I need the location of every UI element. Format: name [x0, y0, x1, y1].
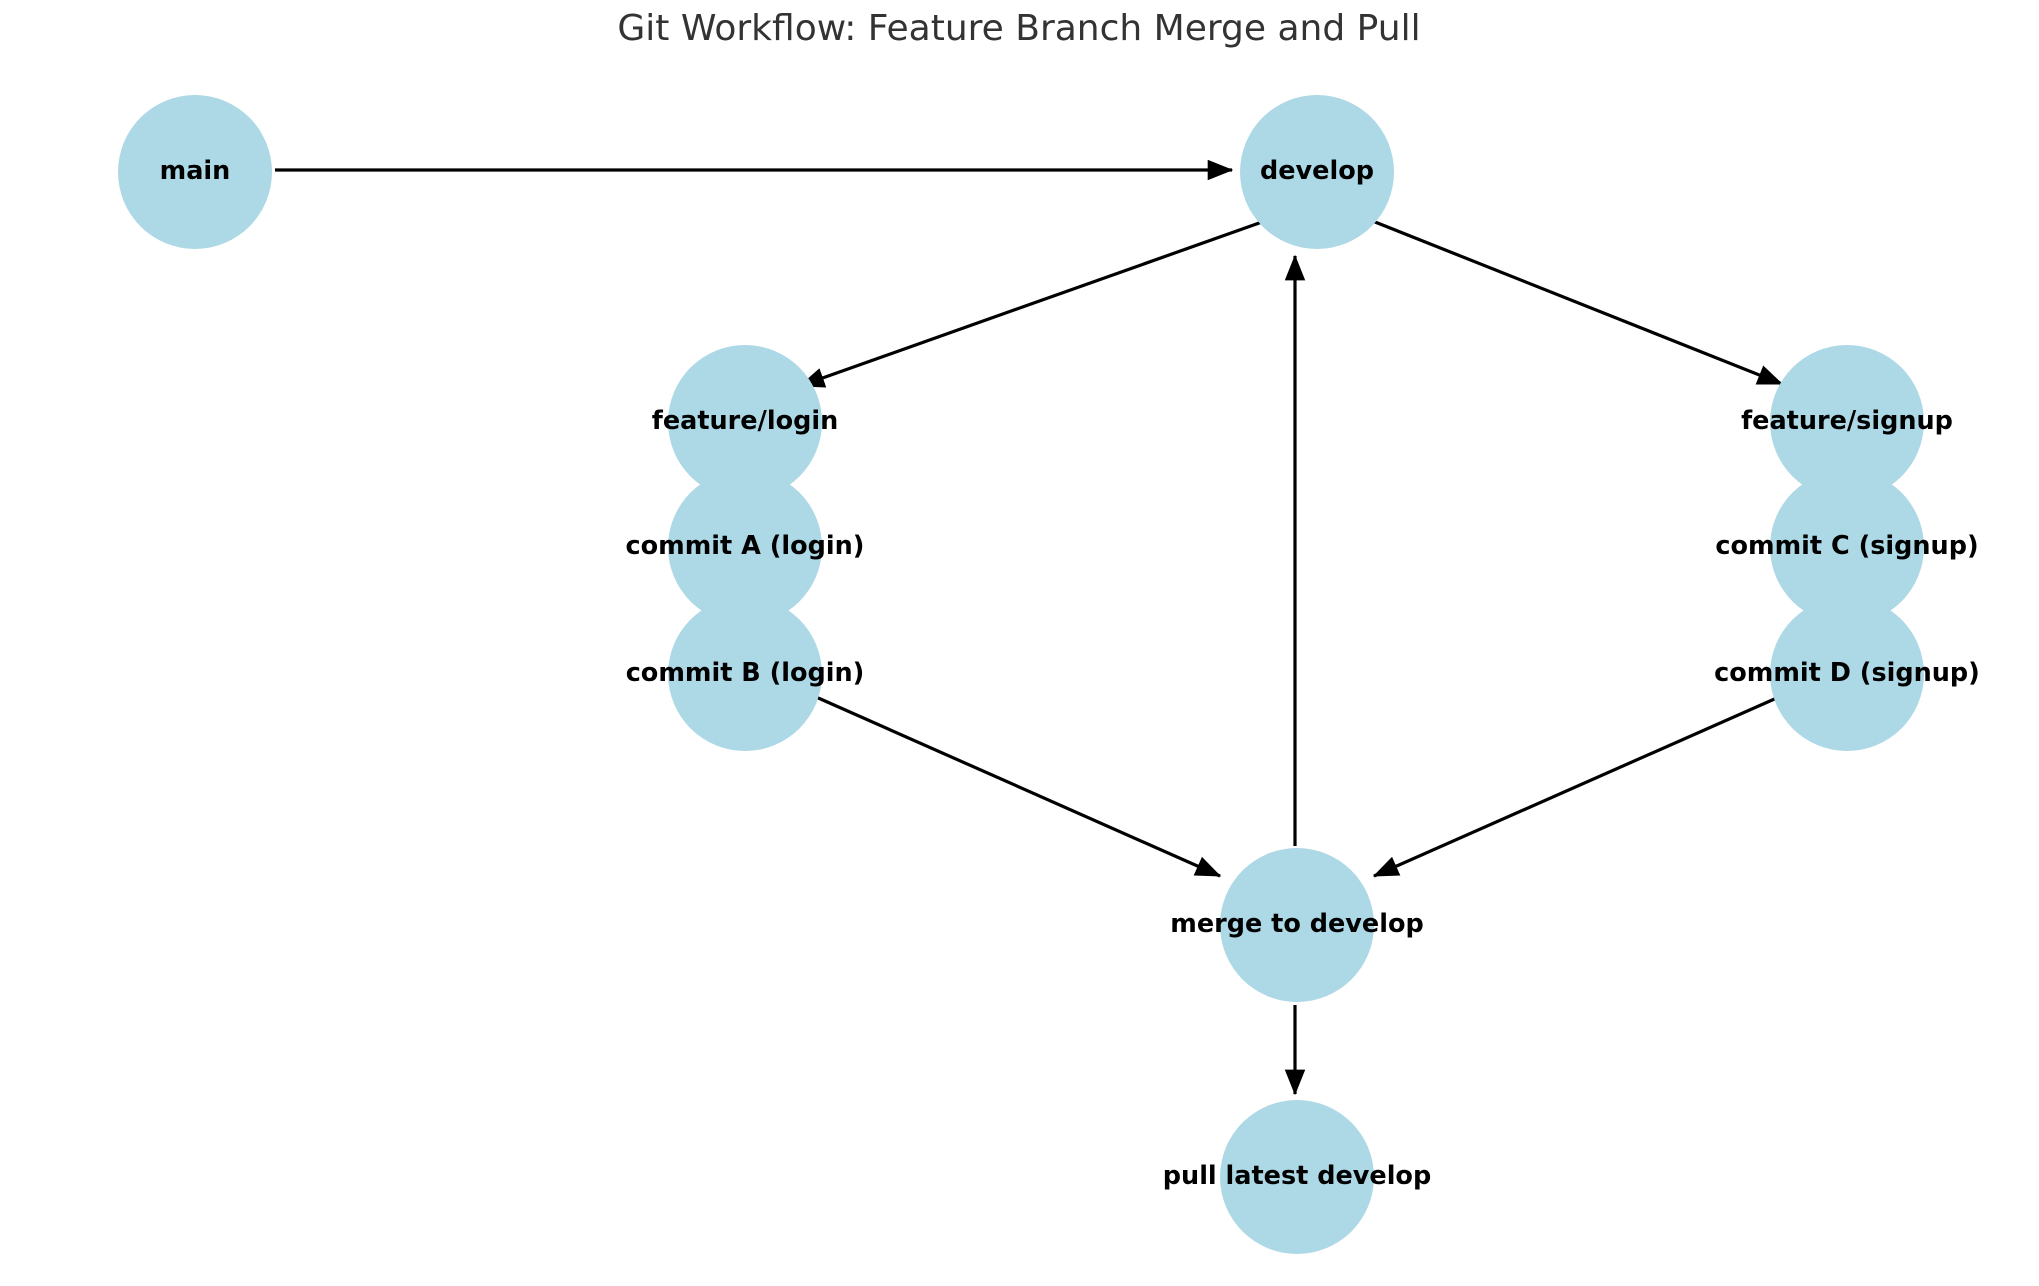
node-main[interactable] [118, 95, 272, 249]
node-label-pull-latest-develop: pull latest develop [1163, 1161, 1431, 1191]
node-label-merge-to-develop: merge to develop [1170, 909, 1423, 939]
node-label-commit-a-login: commit A (login) [626, 531, 865, 561]
node-label-develop: develop [1260, 156, 1374, 186]
node-develop[interactable] [1240, 95, 1394, 249]
node-feature-signup[interactable] [1770, 345, 1924, 499]
node-label-main: main [160, 156, 231, 186]
node-label-feature-login: feature/login [652, 406, 839, 436]
edge-commit-d-to-merge [1372, 695, 1780, 878]
node-label-group: main develop feature/login commit A (log… [160, 156, 1980, 1191]
node-group [118, 95, 1924, 1254]
node-commit-a-login[interactable] [668, 470, 822, 624]
node-label-commit-c-signup: commit C (signup) [1715, 531, 1978, 561]
edge-develop-to-feature-login [798, 220, 1263, 388]
node-commit-d-signup[interactable] [1770, 597, 1924, 751]
node-pull-latest-develop[interactable] [1220, 1100, 1374, 1254]
node-merge-to-develop[interactable] [1220, 848, 1374, 1002]
page-title: Git Workflow: Feature Branch Merge and P… [617, 8, 1420, 49]
edge-develop-to-feature-signup [1369, 218, 1784, 386]
node-label-feature-signup: feature/signup [1741, 406, 1953, 436]
edge-group [275, 159, 1784, 1096]
node-commit-b-login[interactable] [668, 597, 822, 751]
node-label-commit-b-login: commit B (login) [626, 658, 865, 688]
edge-commit-b-to-merge [815, 695, 1222, 878]
node-label-commit-d-signup: commit D (signup) [1714, 658, 1980, 688]
node-feature-login[interactable] [668, 345, 822, 499]
node-commit-c-signup[interactable] [1770, 470, 1924, 624]
